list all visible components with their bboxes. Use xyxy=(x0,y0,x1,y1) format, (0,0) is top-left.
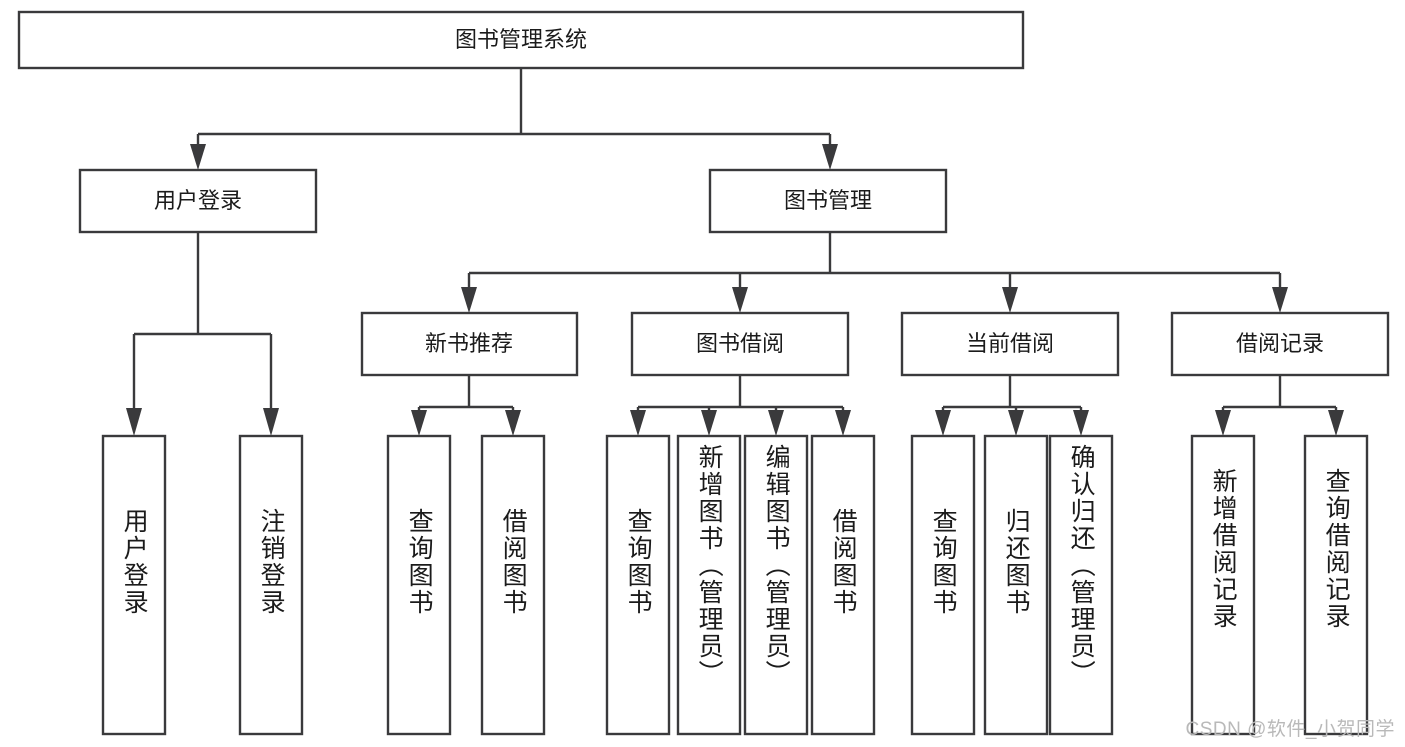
arrowhead-borrow-record-leaf-2 xyxy=(1328,410,1344,436)
node-book-manage-box[interactable] xyxy=(708,168,948,234)
node-book-manage-label: 图书管理 xyxy=(784,188,872,213)
leaf-box-query-record[interactable] xyxy=(1303,434,1369,736)
arrowhead-borrow-record-leaf-1 xyxy=(1215,410,1231,436)
node-user-login[interactable]: 用户登录 xyxy=(78,168,318,234)
arrowhead-root-to-book-manage xyxy=(822,144,838,170)
arrowhead-current-borrow-leaf-3 xyxy=(1073,410,1089,436)
node-new-book-recommend[interactable]: 新书推荐 xyxy=(360,311,579,377)
node-borrow-record-label: 借阅记录 xyxy=(1236,331,1324,356)
node-borrow-record[interactable]: 借阅记录 xyxy=(1170,311,1390,377)
node-current-borrow-box[interactable] xyxy=(900,311,1120,377)
leaf-box-query-book-2[interactable] xyxy=(605,434,671,736)
arrowhead-root-to-user-login xyxy=(190,144,206,170)
arrowhead-new-book-leaf-2 xyxy=(505,410,521,436)
node-new-book-recommend-box[interactable] xyxy=(360,311,579,377)
arrowhead-current-borrow-leaf-2 xyxy=(1008,410,1024,436)
arrowhead-to-current-borrow xyxy=(1002,287,1018,313)
node-book-borrow[interactable]: 图书借阅 xyxy=(630,311,850,377)
leaf-box-edit-book[interactable] xyxy=(743,434,809,736)
leaf-box-query-book-3[interactable] xyxy=(910,434,976,736)
leaf-box-confirm-return[interactable] xyxy=(1048,434,1114,736)
arrowhead-new-book-leaf-1 xyxy=(411,410,427,436)
leaf-box-user-login[interactable] xyxy=(101,434,167,736)
node-current-borrow[interactable]: 当前借阅 xyxy=(900,311,1120,377)
node-root-label: 图书管理系统 xyxy=(455,27,587,52)
csdn-watermark: CSDN @软件_小贺同学 xyxy=(1185,719,1395,740)
arrowhead-book-borrow-leaf-4 xyxy=(835,410,851,436)
node-borrow-record-box[interactable] xyxy=(1170,311,1390,377)
node-book-manage[interactable]: 图书管理 xyxy=(708,168,948,234)
node-user-login-label: 用户登录 xyxy=(154,188,242,213)
leaf-box-borrow-book-2[interactable] xyxy=(810,434,876,736)
arrowhead-to-borrow-record xyxy=(1272,287,1288,313)
leaf-box-user-logout[interactable] xyxy=(238,434,304,736)
node-root[interactable]: 图书管理系统 xyxy=(17,10,1025,70)
node-new-book-recommend-label: 新书推荐 xyxy=(425,331,513,356)
arrowhead-user-login-leaf-1 xyxy=(126,408,142,436)
node-current-borrow-label: 当前借阅 xyxy=(966,331,1054,356)
leaf-box-query-book-1[interactable] xyxy=(386,434,452,736)
node-book-borrow-label: 图书借阅 xyxy=(696,331,784,356)
arrowhead-to-new-book-recommend xyxy=(461,287,477,313)
arrowhead-book-borrow-leaf-2 xyxy=(701,410,717,436)
leaf-box-borrow-book-1[interactable] xyxy=(480,434,546,736)
arrowhead-user-login-leaf-2 xyxy=(263,408,279,436)
leaf-box-return-book[interactable] xyxy=(983,434,1049,736)
node-user-login-box[interactable] xyxy=(78,168,318,234)
arrowhead-book-borrow-leaf-1 xyxy=(630,410,646,436)
leaf-box-layer xyxy=(101,434,1369,736)
leaf-box-add-book[interactable] xyxy=(676,434,742,736)
node-root-box[interactable] xyxy=(17,10,1025,70)
arrowhead-current-borrow-leaf-1 xyxy=(935,410,951,436)
arrowhead-book-borrow-leaf-3 xyxy=(768,410,784,436)
connector-layer xyxy=(126,68,1344,436)
node-book-borrow-box[interactable] xyxy=(630,311,850,377)
leaf-box-add-record[interactable] xyxy=(1190,434,1256,736)
arrowhead-to-book-borrow xyxy=(732,287,748,313)
